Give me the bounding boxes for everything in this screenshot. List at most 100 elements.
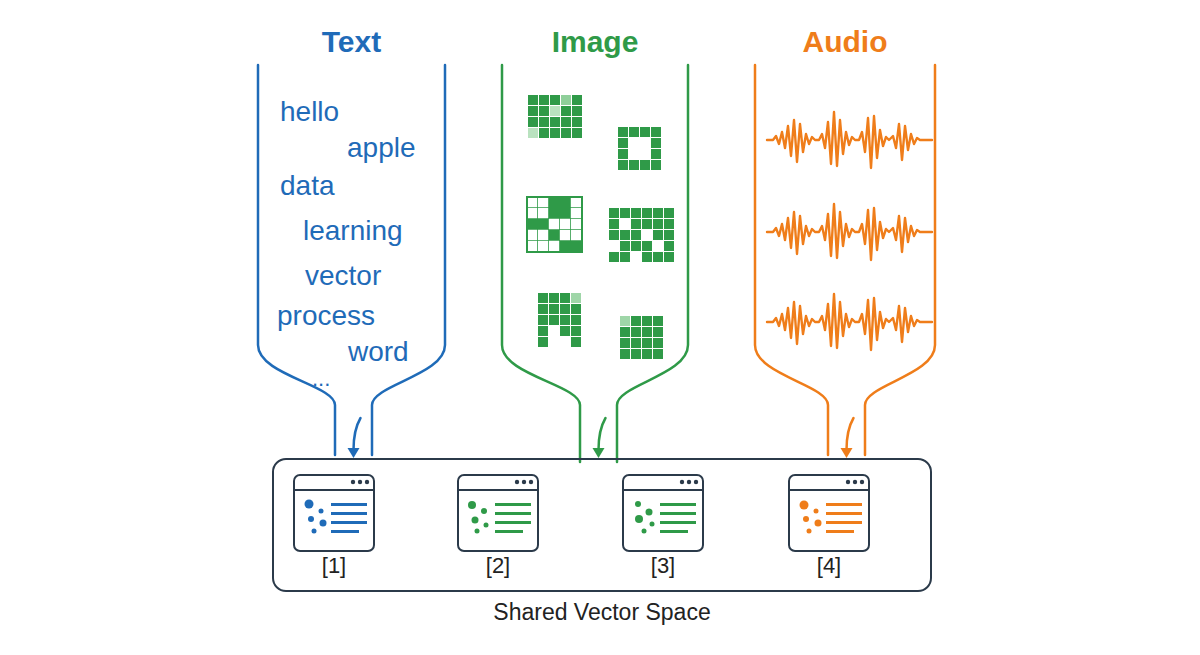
vector-line (331, 512, 367, 515)
token-word: hello (280, 98, 339, 126)
pixel-cell (560, 241, 581, 251)
funnel-side (865, 65, 935, 455)
vector-line (660, 503, 696, 506)
arrow-head (593, 448, 605, 458)
input-funnel: Image (502, 65, 688, 418)
vector-dot (815, 520, 822, 527)
vector-dot (484, 523, 489, 528)
card-glyph (622, 480, 704, 534)
window-dot (687, 480, 691, 484)
pixel-cell (631, 252, 641, 262)
modality-heading: Image (502, 27, 688, 57)
vector-dot (305, 500, 314, 509)
arrow-head (841, 448, 853, 458)
window-dot (522, 480, 526, 484)
token-word: vector (305, 262, 381, 290)
pixel-grid (527, 197, 582, 252)
funnel-outline (755, 65, 935, 418)
window-dot (860, 480, 864, 484)
window-dot (365, 480, 369, 484)
pixel-grid (618, 127, 661, 170)
window-dot (358, 480, 362, 484)
audio-waveform (767, 204, 932, 260)
pixel-grid-cells (538, 326, 548, 347)
vector-line (826, 503, 862, 506)
pixel-grid-cells (609, 208, 674, 262)
input-funnel: Audio (755, 65, 935, 418)
vector-line (660, 521, 696, 524)
window-dot (680, 480, 684, 484)
window-dot (694, 480, 698, 484)
modality-heading: Text (258, 27, 445, 57)
vector-line (495, 521, 531, 524)
vector-line (826, 530, 854, 533)
window-dot (529, 480, 533, 484)
card-index: [1] (295, 555, 373, 577)
vector-dot (803, 516, 809, 522)
vector-dot (800, 501, 809, 510)
token-word: data (280, 172, 335, 200)
vector-dot (635, 501, 641, 507)
vector-dot (472, 517, 479, 524)
arrow-head (348, 448, 360, 458)
pixel-grid-cells (528, 95, 582, 138)
pixel-cell (528, 219, 548, 229)
token-word: process (277, 302, 375, 330)
flow-arrow (593, 418, 606, 458)
vector-dot (312, 529, 317, 534)
funnel-side (617, 65, 688, 462)
window-bar (457, 489, 539, 491)
arrow-shaft (847, 418, 854, 450)
funnel-side (372, 65, 445, 455)
pixel-grid-cells (538, 293, 581, 325)
pixel-grid-lines (527, 197, 582, 252)
vector-dot (475, 529, 480, 534)
vector-line (331, 521, 367, 524)
token-word: ... (312, 368, 330, 390)
vector-line (331, 530, 359, 533)
window-bar (293, 489, 375, 491)
pixel-cell (653, 241, 663, 251)
token-word: apple (347, 134, 416, 162)
vector-dot (468, 501, 476, 509)
pixel-cell (561, 95, 571, 105)
embedding-card: [2] (457, 474, 539, 552)
vector-dot (807, 529, 812, 534)
pixel-cell (571, 293, 581, 303)
audio-waveform (767, 294, 932, 350)
vector-dot (642, 529, 647, 534)
funnel-side (755, 65, 828, 455)
flow-arrow (348, 418, 361, 458)
pixel-grid (609, 208, 674, 262)
card-glyph (788, 480, 870, 534)
pixel-grid-cells (620, 316, 663, 359)
flow-arrow (841, 418, 854, 458)
pixel-grid-cells (560, 326, 570, 336)
arrow-shaft (354, 418, 361, 450)
vector-line (495, 503, 531, 506)
vector-dot (646, 509, 653, 516)
window-dot (515, 480, 519, 484)
vector-line (660, 530, 688, 533)
funnel-side (502, 65, 580, 462)
card-glyph (293, 480, 375, 534)
vector-dot (650, 522, 655, 527)
vector-dot (319, 509, 324, 514)
pixel-cell (528, 128, 538, 138)
window-bar (788, 489, 870, 491)
arrow-shaft (599, 418, 606, 450)
window-dot (853, 480, 857, 484)
token-word: learning (303, 217, 403, 245)
vector-line (331, 503, 367, 506)
funnel-outline (502, 65, 688, 418)
embedding-card: [3] (622, 474, 704, 552)
vector-line (495, 512, 531, 515)
modality-heading: Audio (755, 27, 935, 57)
vector-dot (308, 516, 314, 522)
card-index: [2] (459, 555, 537, 577)
pixel-cell (549, 198, 570, 218)
audio-waveform (767, 112, 932, 168)
